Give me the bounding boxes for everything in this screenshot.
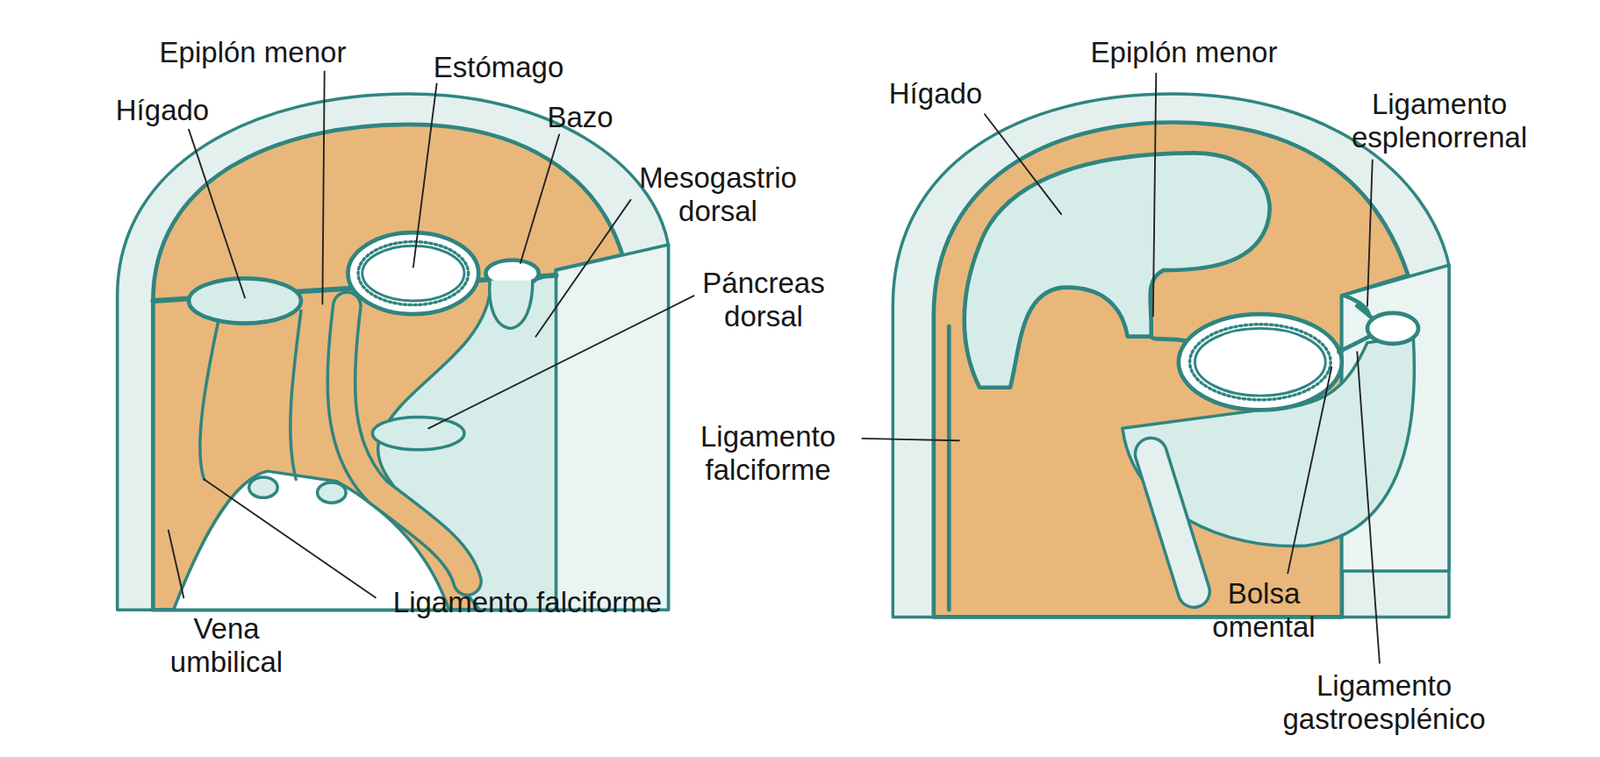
part-label: Bazo <box>546 100 613 135</box>
part-label: Vena umbilical <box>170 612 283 680</box>
part-label: Hígado <box>115 93 209 128</box>
part-label: Epiplón menor <box>1090 35 1278 70</box>
part-label: Ligamento esplenorrenal <box>1351 87 1528 155</box>
part-label: Estómago <box>433 50 565 85</box>
part-label: Páncreas dorsal <box>702 266 825 334</box>
part-label: Ligamento gastroesplénico <box>1282 669 1486 737</box>
part-label: Mesogastrio dorsal <box>638 161 797 229</box>
part-label: Ligamento falciforme <box>393 586 662 620</box>
part-label: Ligamento falciforme <box>700 420 836 488</box>
part-label: Hígado <box>889 77 983 111</box>
part-label: Epiplón menor <box>159 35 347 70</box>
part-label: Bolsa omental <box>1212 577 1315 645</box>
